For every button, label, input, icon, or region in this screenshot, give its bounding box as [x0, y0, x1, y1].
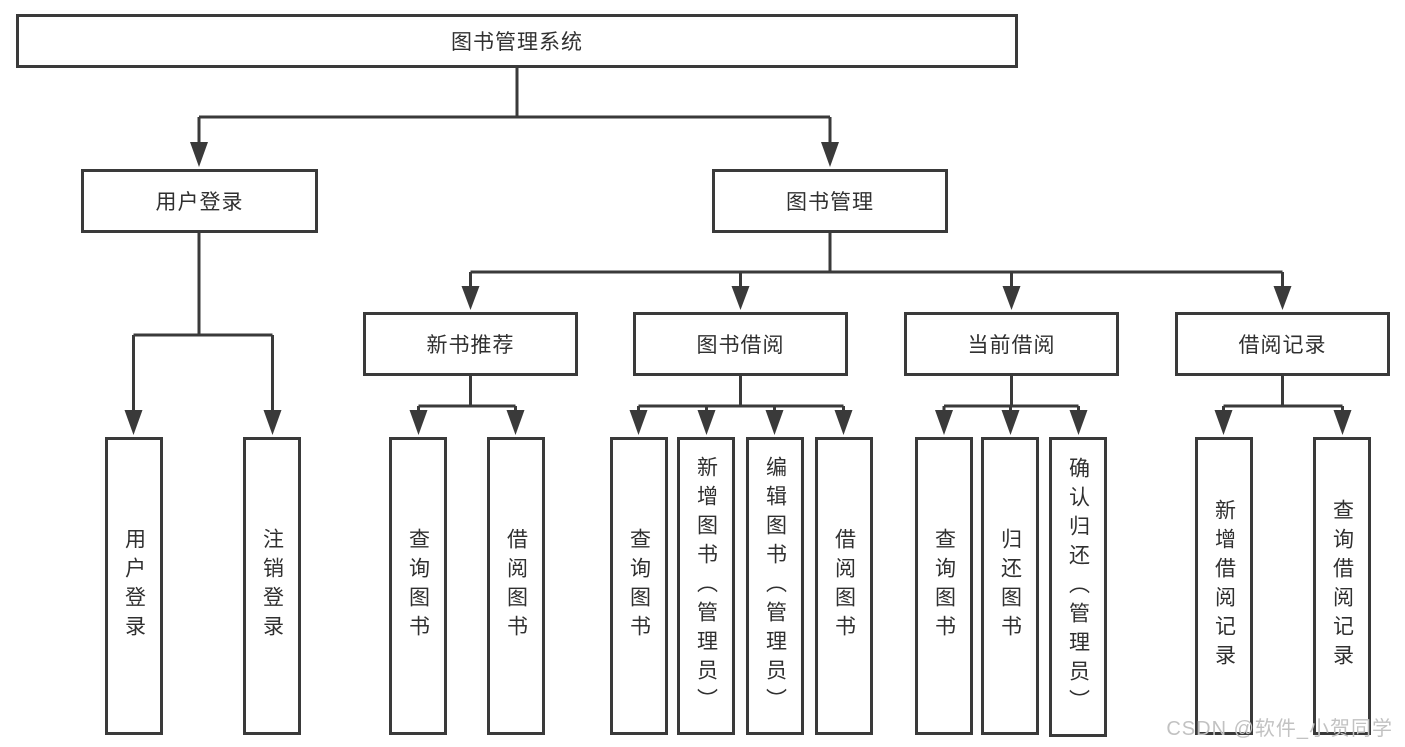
leaf-user-login: 用户登录	[105, 437, 163, 735]
leaf-add-books-admin: 新增图书（管理员）	[677, 437, 735, 735]
node-user-login-branch: 用户登录	[81, 169, 318, 233]
leaf-confirm-return-admin: 确认归还（管理员）	[1049, 437, 1107, 737]
leaf-label: 查询图书	[932, 528, 956, 644]
leaf-logout: 注销登录	[243, 437, 301, 735]
csdn-watermark: CSDN @软件_小贺同学	[1166, 718, 1393, 740]
node-book-management-branch: 图书管理	[712, 169, 948, 233]
leaf-label: 注销登录	[260, 528, 284, 644]
node-label: 借阅记录	[1238, 334, 1327, 357]
node-label: 用户登录	[155, 191, 244, 214]
leaf-query-books-borrow: 查询图书	[610, 437, 668, 735]
leaf-label: 编辑图书（管理员）	[763, 455, 787, 717]
leaf-query-books-recommend: 查询图书	[389, 437, 447, 735]
leaf-borrow-books: 借阅图书	[815, 437, 873, 735]
leaf-add-borrow-record: 新增借阅记录	[1195, 437, 1253, 735]
leaf-query-borrow-record: 查询借阅记录	[1313, 437, 1371, 735]
leaf-return-books: 归还图书	[981, 437, 1039, 735]
leaf-label: 借阅图书	[832, 528, 856, 644]
leaf-label: 用户登录	[122, 528, 146, 644]
node-current-borrow: 当前借阅	[904, 312, 1119, 376]
leaf-label: 借阅图书	[504, 528, 528, 644]
leaf-label: 查询图书	[406, 528, 430, 644]
node-new-book-recommend: 新书推荐	[363, 312, 578, 376]
leaf-label: 确认归还（管理员）	[1066, 456, 1090, 718]
leaf-edit-books-admin: 编辑图书（管理员）	[746, 437, 804, 735]
node-label: 当前借阅	[967, 334, 1056, 357]
node-borrow-record: 借阅记录	[1175, 312, 1390, 376]
node-root-label: 图书管理系统	[451, 31, 583, 54]
node-label: 图书借阅	[696, 334, 785, 357]
leaf-borrow-books-recommend: 借阅图书	[487, 437, 545, 735]
leaf-query-books-current: 查询图书	[915, 437, 973, 735]
node-root: 图书管理系统	[16, 14, 1018, 68]
leaf-label: 归还图书	[998, 528, 1022, 644]
leaf-label: 查询图书	[627, 528, 651, 644]
node-book-borrow: 图书借阅	[633, 312, 848, 376]
node-label: 图书管理	[786, 191, 874, 214]
leaf-label: 新增借阅记录	[1212, 499, 1236, 673]
leaf-label: 新增图书（管理员）	[694, 455, 718, 717]
leaf-label: 查询借阅记录	[1330, 499, 1354, 673]
node-label: 新书推荐	[426, 334, 515, 357]
